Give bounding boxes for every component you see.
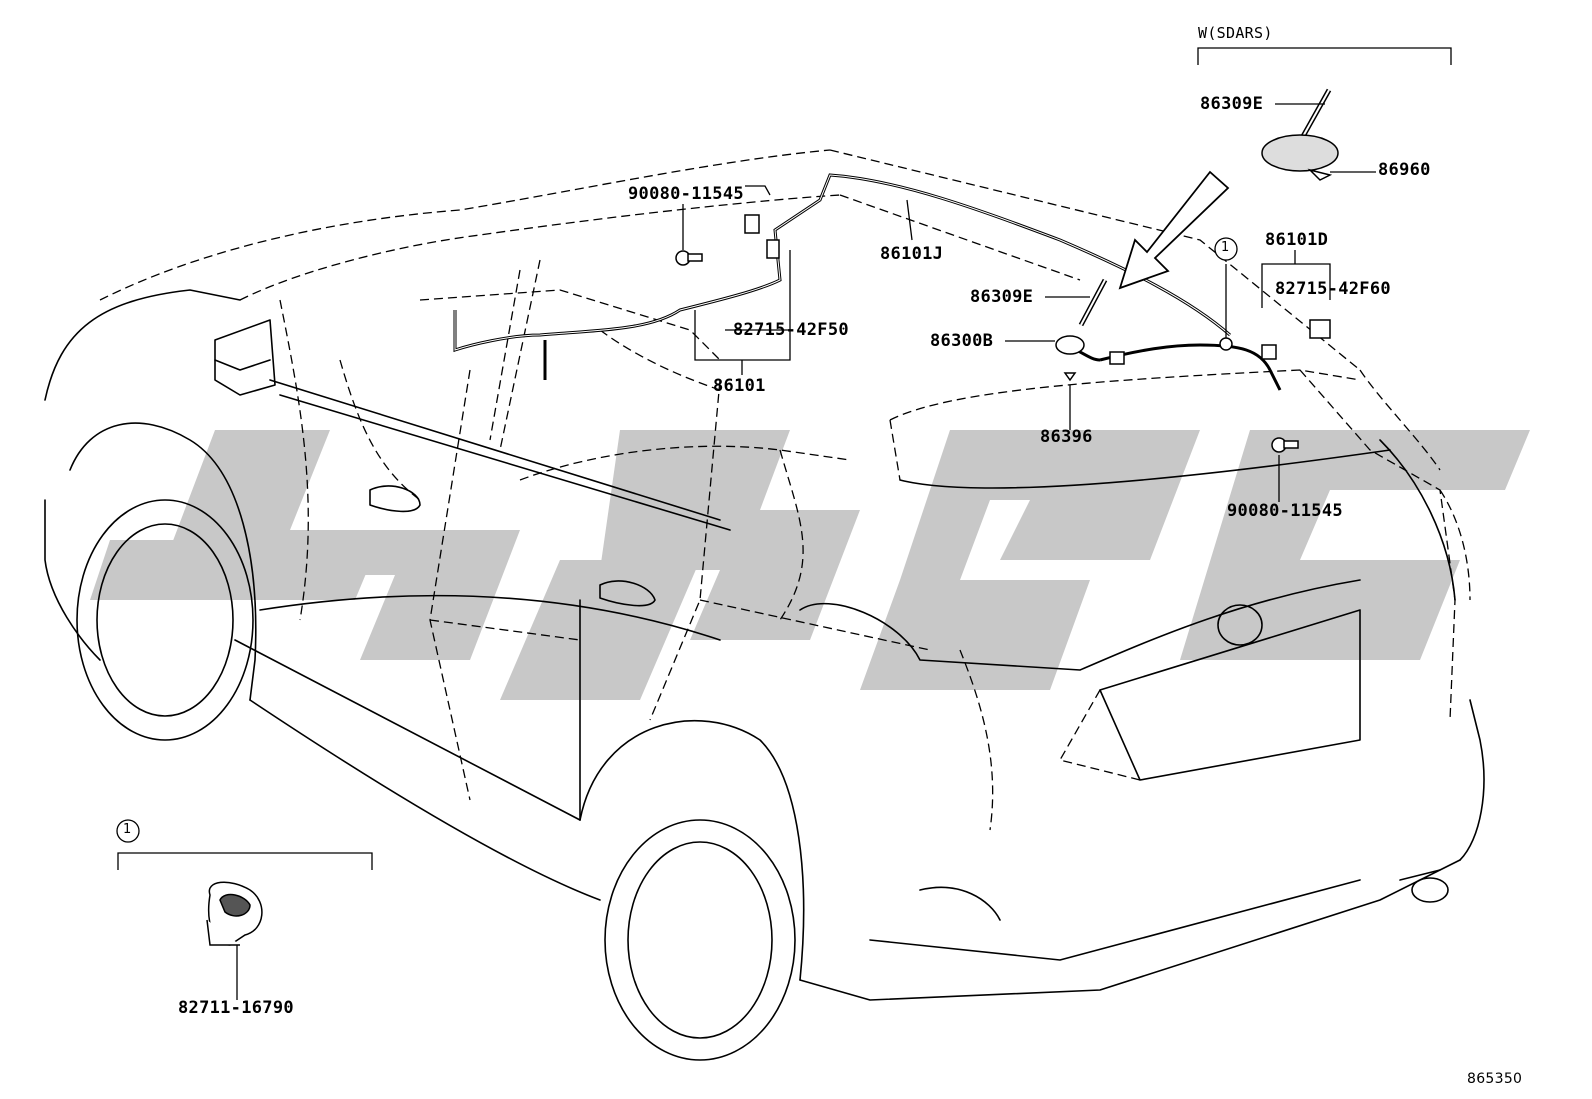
connector [1109, 351, 1125, 365]
callout-number-1-inset: 1 [123, 822, 132, 837]
part-label-86101: 86101 [713, 376, 766, 396]
watermark [90, 430, 1530, 700]
connectors [744, 214, 1331, 365]
part-label-86300b: 86300B [930, 331, 994, 351]
sdars-antenna-mid [1078, 278, 1108, 327]
car-body [44, 289, 1485, 1061]
part-label-82711-16790: 82711-16790 [178, 998, 294, 1018]
hidden-lines [99, 149, 1471, 831]
part-label-86396: 86396 [1040, 427, 1093, 447]
callout-number-1-top: 1 [1221, 240, 1230, 255]
part-label-82715-42f60: 82715-42F60 [1275, 279, 1391, 299]
bolts [675, 250, 1299, 453]
leader-lines [117, 47, 1452, 1000]
group-label-sdars: W(SDARS) [1198, 24, 1273, 42]
part-label-86309e-mid: 86309E [970, 287, 1034, 307]
connector [766, 239, 780, 259]
connector [744, 214, 760, 234]
sdars-antenna-top [1261, 88, 1339, 181]
callout-circles [116, 237, 1238, 843]
antenna-cords [453, 173, 1282, 391]
part-label-86101d: 86101D [1265, 230, 1329, 250]
part-label-90080-11545-front: 90080-11545 [628, 184, 744, 204]
part-label-86960: 86960 [1378, 160, 1431, 180]
part-label-86309e-top: 86309E [1200, 94, 1264, 114]
part-label-86101j: 86101J [880, 244, 944, 264]
connector [1309, 319, 1331, 339]
direction-arrow [1118, 170, 1230, 290]
clip-part-82711 [206, 881, 263, 946]
connector [1261, 344, 1277, 360]
figure-number: 865350 [1467, 1071, 1523, 1087]
part-label-82715-42f50: 82715-42F50 [733, 320, 849, 340]
part-label-90080-11545-rear: 90080-11545 [1227, 501, 1343, 521]
cord-highlight [454, 174, 1231, 351]
